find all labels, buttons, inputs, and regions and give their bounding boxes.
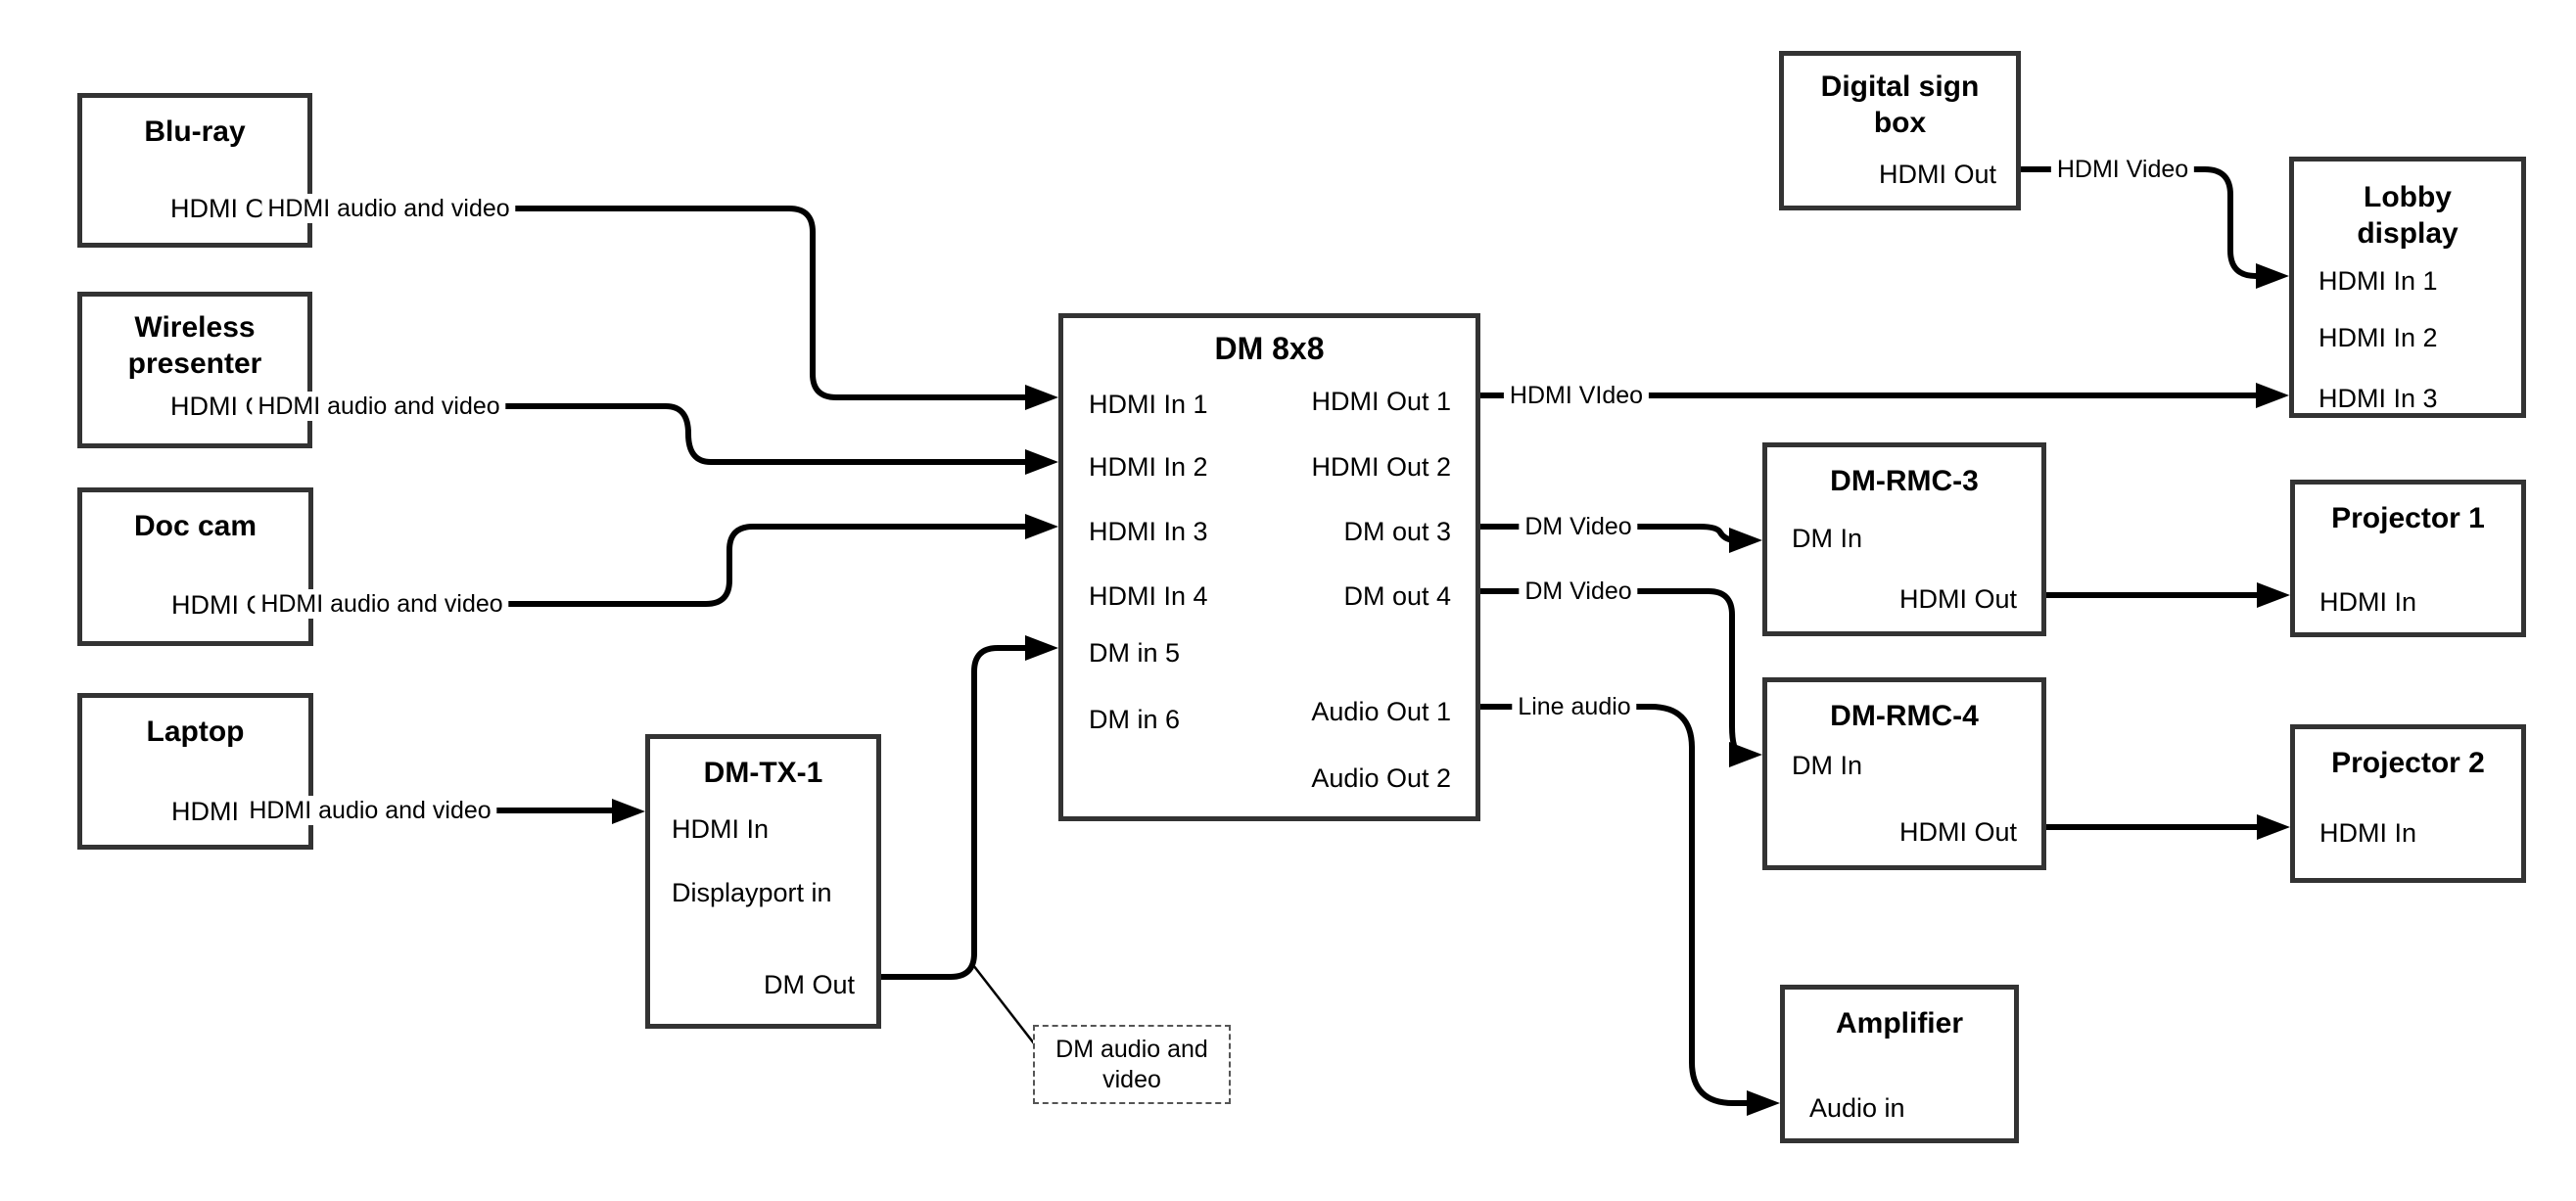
dm8x8-hdmi-out-2-port: HDMI Out 2: [1311, 452, 1451, 482]
device-bluray: Blu-ray HDMI Out: [77, 93, 312, 248]
dm8x8-audio-out-2-port: Audio Out 2: [1311, 763, 1451, 793]
device-digital-sign-box: Digital sign box HDMI Out: [1779, 51, 2021, 210]
cable-wireless-to-dm8x8-in2: [312, 403, 1030, 465]
rmc3-dm-in-port: DM In: [1792, 524, 1863, 553]
device-dm-tx-1: DM-TX-1 HDMI In Displayport in DM Out: [645, 734, 881, 1029]
dm8x8-dm-out-4-port: DM out 4: [1343, 581, 1451, 611]
note-dm-audio-video: DM audio and video: [1033, 1025, 1231, 1104]
cable-doccam-to-dm8x8-in3: [313, 524, 1030, 607]
dmtx1-displayport-in-port: Displayport in: [672, 878, 832, 907]
dm8x8-hdmi-in-4-port: HDMI In 4: [1089, 581, 1208, 611]
dm8x8-dm-in-6-port: DM in 6: [1089, 705, 1181, 734]
dm8x8-hdmi-in-1-port: HDMI In 1: [1089, 390, 1208, 419]
dmtx1-dm-out-port: DM Out: [763, 970, 855, 999]
dm8x8-audio-out-1-port: Audio Out 1: [1311, 697, 1451, 726]
dmtx1-hdmi-in-port: HDMI In: [672, 814, 770, 844]
cable-digitalsign-to-lobby: [2021, 166, 2260, 279]
cable-label-wireless-hdmi-av: HDMI audio and video: [252, 392, 506, 421]
projector1-hdmi-in-port: HDMI In: [2319, 587, 2417, 617]
cable-bluray-to-dm8x8-in1: [312, 206, 1030, 400]
callout-line: [972, 964, 1035, 1044]
device-bluray-title: Blu-ray: [144, 115, 246, 148]
device-wireless-presenter-title: Wireless presenter: [127, 311, 262, 380]
device-dm-8x8-title: DM 8x8: [1214, 331, 1325, 366]
device-amplifier-title: Amplifier: [1835, 1007, 1964, 1039]
dm8x8-hdmi-in-2-port: HDMI In 2: [1089, 452, 1208, 482]
cable-label-doccam-hdmi-av: HDMI audio and video: [255, 589, 509, 619]
device-laptop-title: Laptop: [146, 716, 245, 748]
device-dm-rmc-3: DM-RMC-3 DM In HDMI Out: [1762, 442, 2046, 636]
lobby-hdmi-in-2-port: HDMI In 2: [2318, 323, 2438, 352]
cable-label-dm-video-out4: DM Video: [1519, 577, 1638, 606]
cable-label-line-audio: Line audio: [1512, 692, 1637, 721]
device-dm-tx-1-title: DM-TX-1: [703, 757, 823, 789]
note-dm-audio-video-text: DM audio and video: [1055, 1035, 1208, 1093]
dm8x8-dm-in-5-port: DM in 5: [1089, 638, 1181, 668]
arrowheads: [612, 263, 2290, 1116]
device-dm-8x8: DM 8x8 HDMI In 1 HDMI In 2 HDMI In 3 HDM…: [1058, 313, 1480, 821]
rmc4-dm-in-port: DM In: [1792, 751, 1863, 780]
cable-dmtx1-to-dm8x8-in5: [881, 645, 1030, 980]
device-lobby-display: Lobby display HDMI In 1 HDMI In 2 HDMI I…: [2289, 157, 2526, 418]
device-digital-sign-box-title: Digital sign box: [1820, 70, 1980, 139]
device-projector-1-title: Projector 1: [2331, 502, 2485, 534]
dm8x8-hdmi-in-3-port: HDMI In 3: [1089, 517, 1208, 546]
cable-dm8x8-out3-to-rmc3: [1480, 524, 1735, 543]
device-projector-2-title: Projector 2: [2331, 747, 2485, 779]
rmc4-hdmi-out-port: HDMI Out: [1898, 817, 2017, 847]
device-dm-rmc-4: DM-RMC-4 DM In HDMI Out: [1762, 677, 2046, 870]
device-projector-1: Projector 1 HDMI In: [2290, 480, 2526, 637]
dm8x8-hdmi-out-1-port: HDMI Out 1: [1311, 387, 1451, 416]
amplifier-audio-in-port: Audio in: [1809, 1093, 1905, 1123]
device-wireless-presenter: Wireless presenter HDMI Out: [77, 292, 312, 448]
device-projector-2: Projector 2 HDMI In: [2290, 724, 2526, 883]
cable-label-hdmi-video-sign: HDMI Video: [2050, 155, 2195, 184]
device-lobby-display-title: Lobby display: [2357, 181, 2459, 250]
cable-label-dm-video-out3: DM Video: [1519, 512, 1638, 541]
device-dm-rmc-4-title: DM-RMC-4: [1830, 700, 1979, 732]
dm8x8-dm-out-3-port: DM out 3: [1343, 517, 1451, 546]
cable-dm8x8-audio1-to-amp: [1480, 704, 1752, 1106]
device-dm-rmc-3-title: DM-RMC-3: [1830, 465, 1979, 497]
digitalsign-hdmi-out-port: HDMI Out: [1878, 160, 1996, 189]
projector2-hdmi-in-port: HDMI In: [2319, 818, 2417, 848]
rmc3-hdmi-out-port: HDMI Out: [1898, 584, 2017, 614]
cable-label-bluray-hdmi-av: HDMI audio and video: [261, 194, 516, 223]
device-laptop: Laptop HDMI Out: [77, 693, 313, 850]
lobby-hdmi-in-1-port: HDMI In 1: [2318, 266, 2438, 296]
device-amplifier: Amplifier Audio in: [1780, 985, 2019, 1143]
cable-dm8x8-out4-to-rmc4: [1480, 588, 1742, 757]
device-doc-cam: Doc cam HDMI Out: [77, 487, 313, 646]
lobby-hdmi-in-3-port: HDMI In 3: [2318, 384, 2438, 413]
cable-label-hdmi-video-out1: HDMI VIdeo: [1503, 381, 1650, 410]
cable-label-laptop-hdmi-av: HDMI audio and video: [243, 796, 497, 825]
device-doc-cam-title: Doc cam: [133, 510, 258, 542]
